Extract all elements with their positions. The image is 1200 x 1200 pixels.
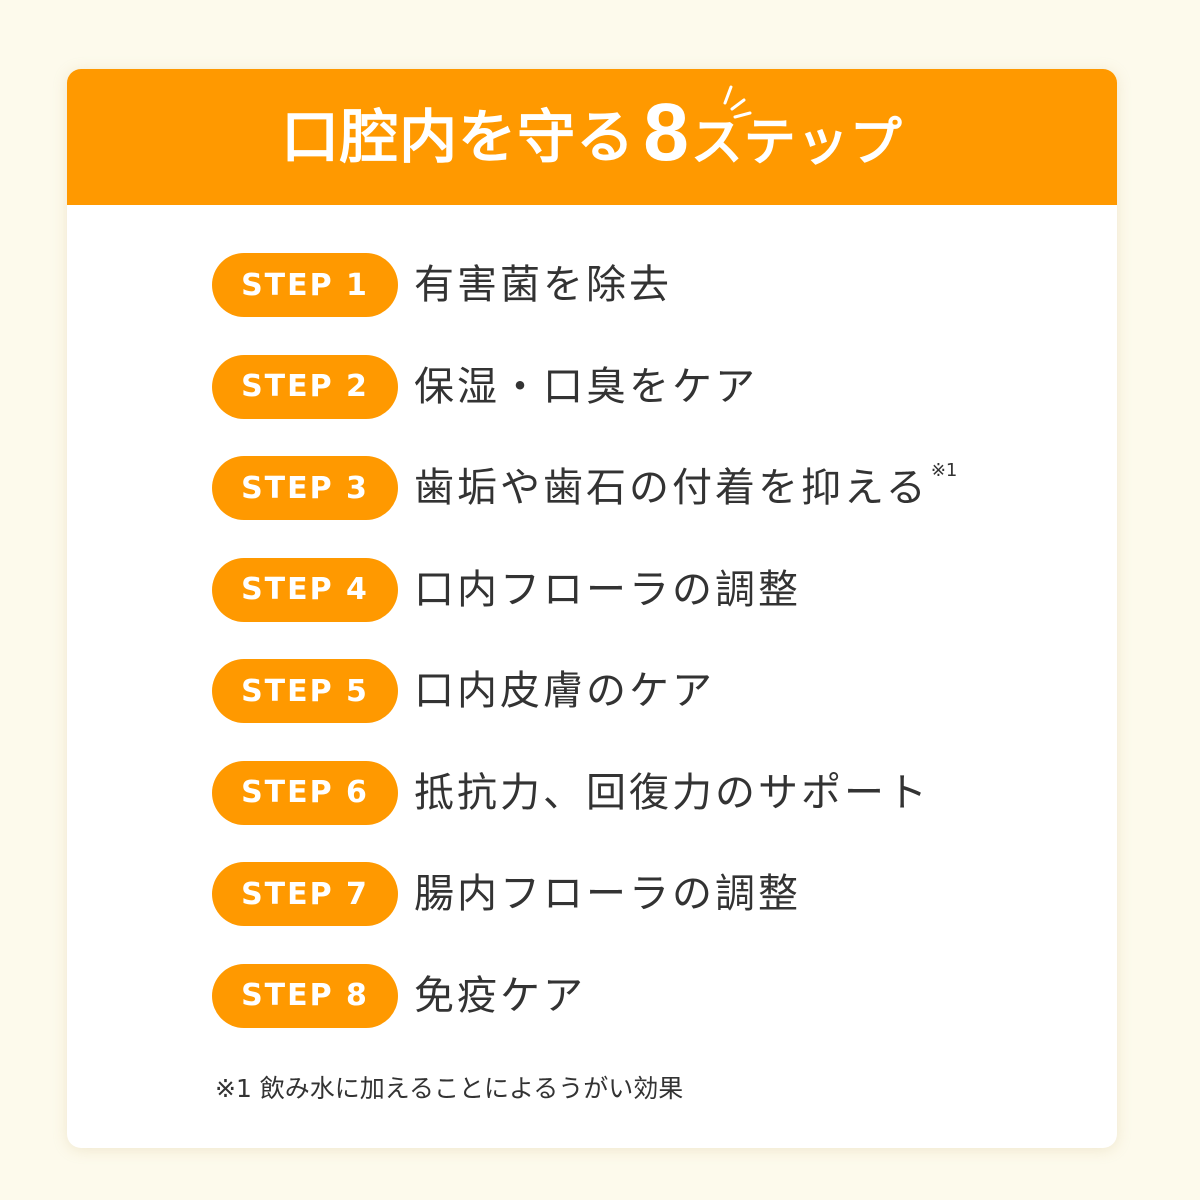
- step-item: STEP 7 腸内フローラの調整: [212, 862, 801, 926]
- step-label: 口内フローラの調整: [414, 570, 801, 610]
- step-label-text: 抵抗力、回復力のサポート: [414, 769, 930, 816]
- title-main: 口腔内を守る: [281, 103, 636, 171]
- step-badge: STEP 1: [212, 253, 398, 317]
- card-header: 口腔内を守る 8 ステップ: [67, 69, 1117, 205]
- step-label: 免疫ケア: [414, 976, 586, 1016]
- step-label-text: 免疫ケア: [414, 972, 586, 1019]
- step-label-text: 口内フローラの調整: [414, 566, 801, 613]
- step-badge: STEP 2: [212, 354, 398, 419]
- step-label: 保湿・口臭をケア: [414, 367, 758, 407]
- step-label-text: 歯垢や歯石の付着を抑える: [414, 465, 929, 511]
- title-number: 8: [643, 87, 689, 178]
- step-label-text: 腸内フローラの調整: [414, 871, 801, 917]
- step-item: STEP 4 口内フローラの調整: [212, 557, 801, 622]
- page-title: 口腔内を守る 8 ステップ: [67, 69, 1117, 205]
- step-item: STEP 8 免疫ケア: [212, 963, 586, 1028]
- step-label: 抵抗力、回復力のサポート: [414, 773, 930, 813]
- steps-card: 口腔内を守る 8 ステップ STEP 1 有害菌を除去 STEP 2 保湿・口臭…: [67, 69, 1117, 1148]
- step-label-text: 保湿・口臭をケア: [414, 363, 758, 410]
- step-badge: STEP 6: [212, 760, 398, 825]
- step-label: 腸内フローラの調整: [414, 874, 801, 914]
- step-badge: STEP 7: [212, 862, 398, 926]
- step-label: 口内皮膚のケア: [414, 671, 715, 711]
- step-label-text: 口内皮膚のケア: [414, 668, 715, 714]
- step-badge: STEP 4: [212, 557, 398, 622]
- step-item: STEP 3 歯垢や歯石の付着を抑える※1: [212, 456, 957, 520]
- footnote-marker: ※1: [930, 460, 958, 481]
- step-item: STEP 1 有害菌を除去: [212, 253, 672, 317]
- sparkle-lines-icon: [723, 85, 752, 119]
- step-badge: STEP 3: [212, 456, 398, 520]
- step-badge: STEP 5: [212, 659, 398, 723]
- step-badge: STEP 8: [212, 963, 398, 1028]
- step-label: 有害菌を除去: [414, 265, 672, 305]
- step-label-text: 有害菌を除去: [414, 262, 672, 308]
- step-item: STEP 2 保湿・口臭をケア: [212, 354, 758, 419]
- title-sub: ステップ: [690, 113, 903, 173]
- step-item: STEP 5 口内皮膚のケア: [212, 659, 715, 723]
- footnote: ※1 飲み水に加えることによるうがい効果: [215, 1074, 684, 1103]
- step-label: 歯垢や歯石の付着を抑える※1: [414, 462, 957, 511]
- step-item: STEP 6 抵抗力、回復力のサポート: [212, 760, 930, 825]
